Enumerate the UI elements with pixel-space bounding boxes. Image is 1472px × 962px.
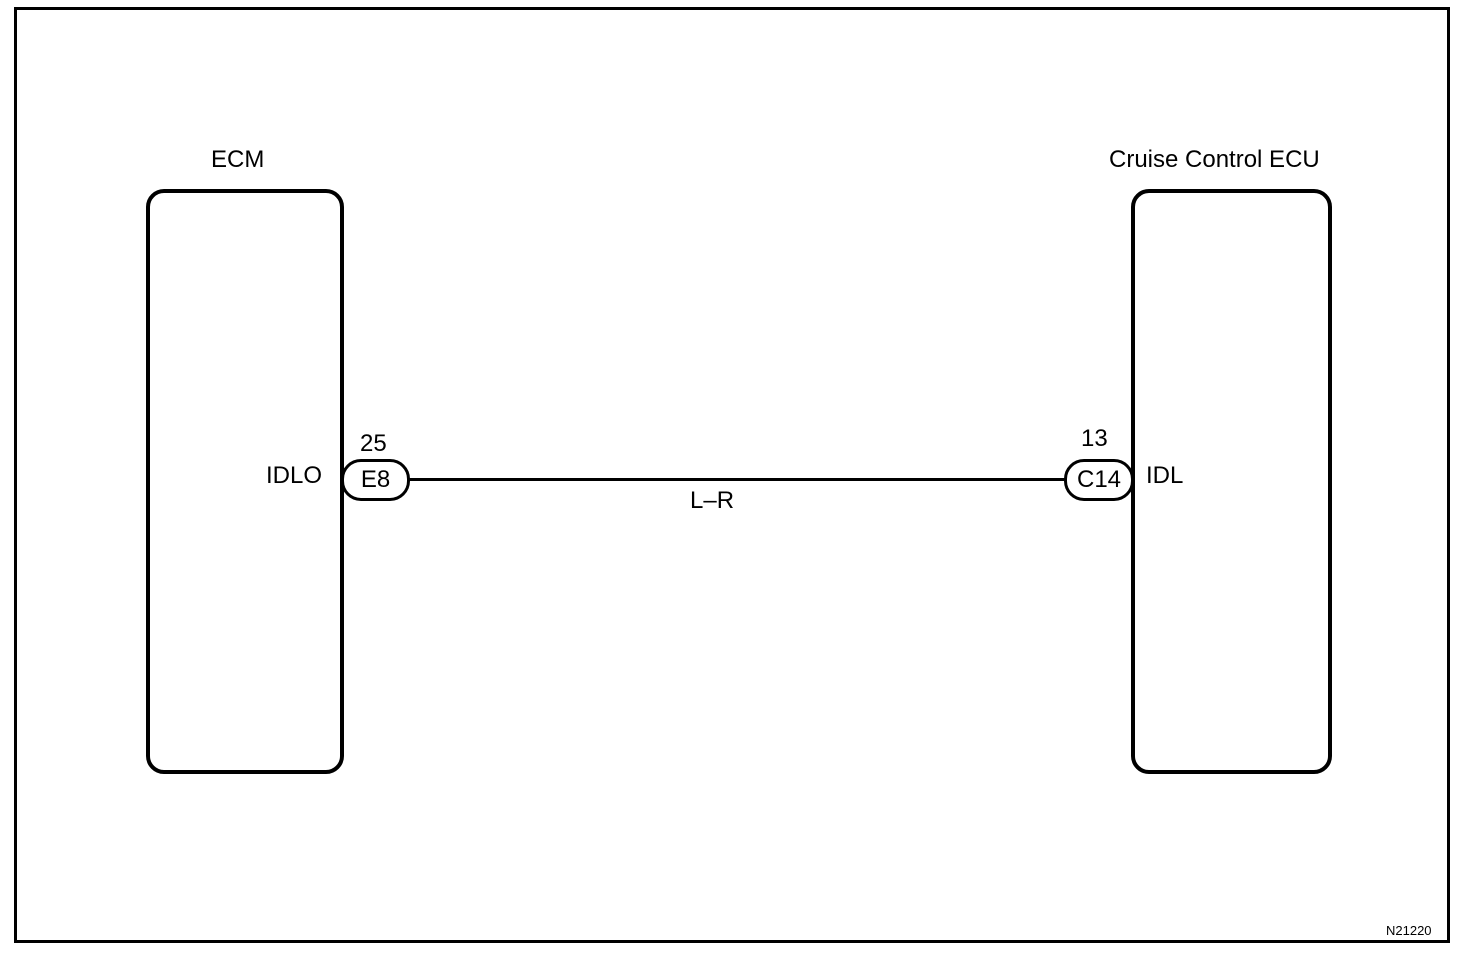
diagram-frame (14, 7, 1450, 943)
wire-line (409, 478, 1065, 481)
ecm-pin-number: 25 (360, 430, 387, 457)
cruise-pin-name: IDL (1146, 462, 1184, 489)
ecm-connector-label: E8 (360, 466, 391, 493)
cruise-control-ecu-title: Cruise Control ECU (1109, 146, 1320, 173)
cruise-connector-label: C14 (1076, 466, 1122, 493)
ecm-title: ECM (211, 146, 265, 173)
cruise-pin-number: 13 (1081, 425, 1108, 452)
ecm-module (146, 189, 344, 774)
figure-id: N21220 (1386, 923, 1432, 938)
cruise-connector: C14 (1064, 459, 1134, 501)
wire-color-label: L–R (690, 487, 735, 514)
ecm-connector: E8 (341, 459, 410, 501)
ecm-pin-name: IDLO (266, 462, 323, 489)
